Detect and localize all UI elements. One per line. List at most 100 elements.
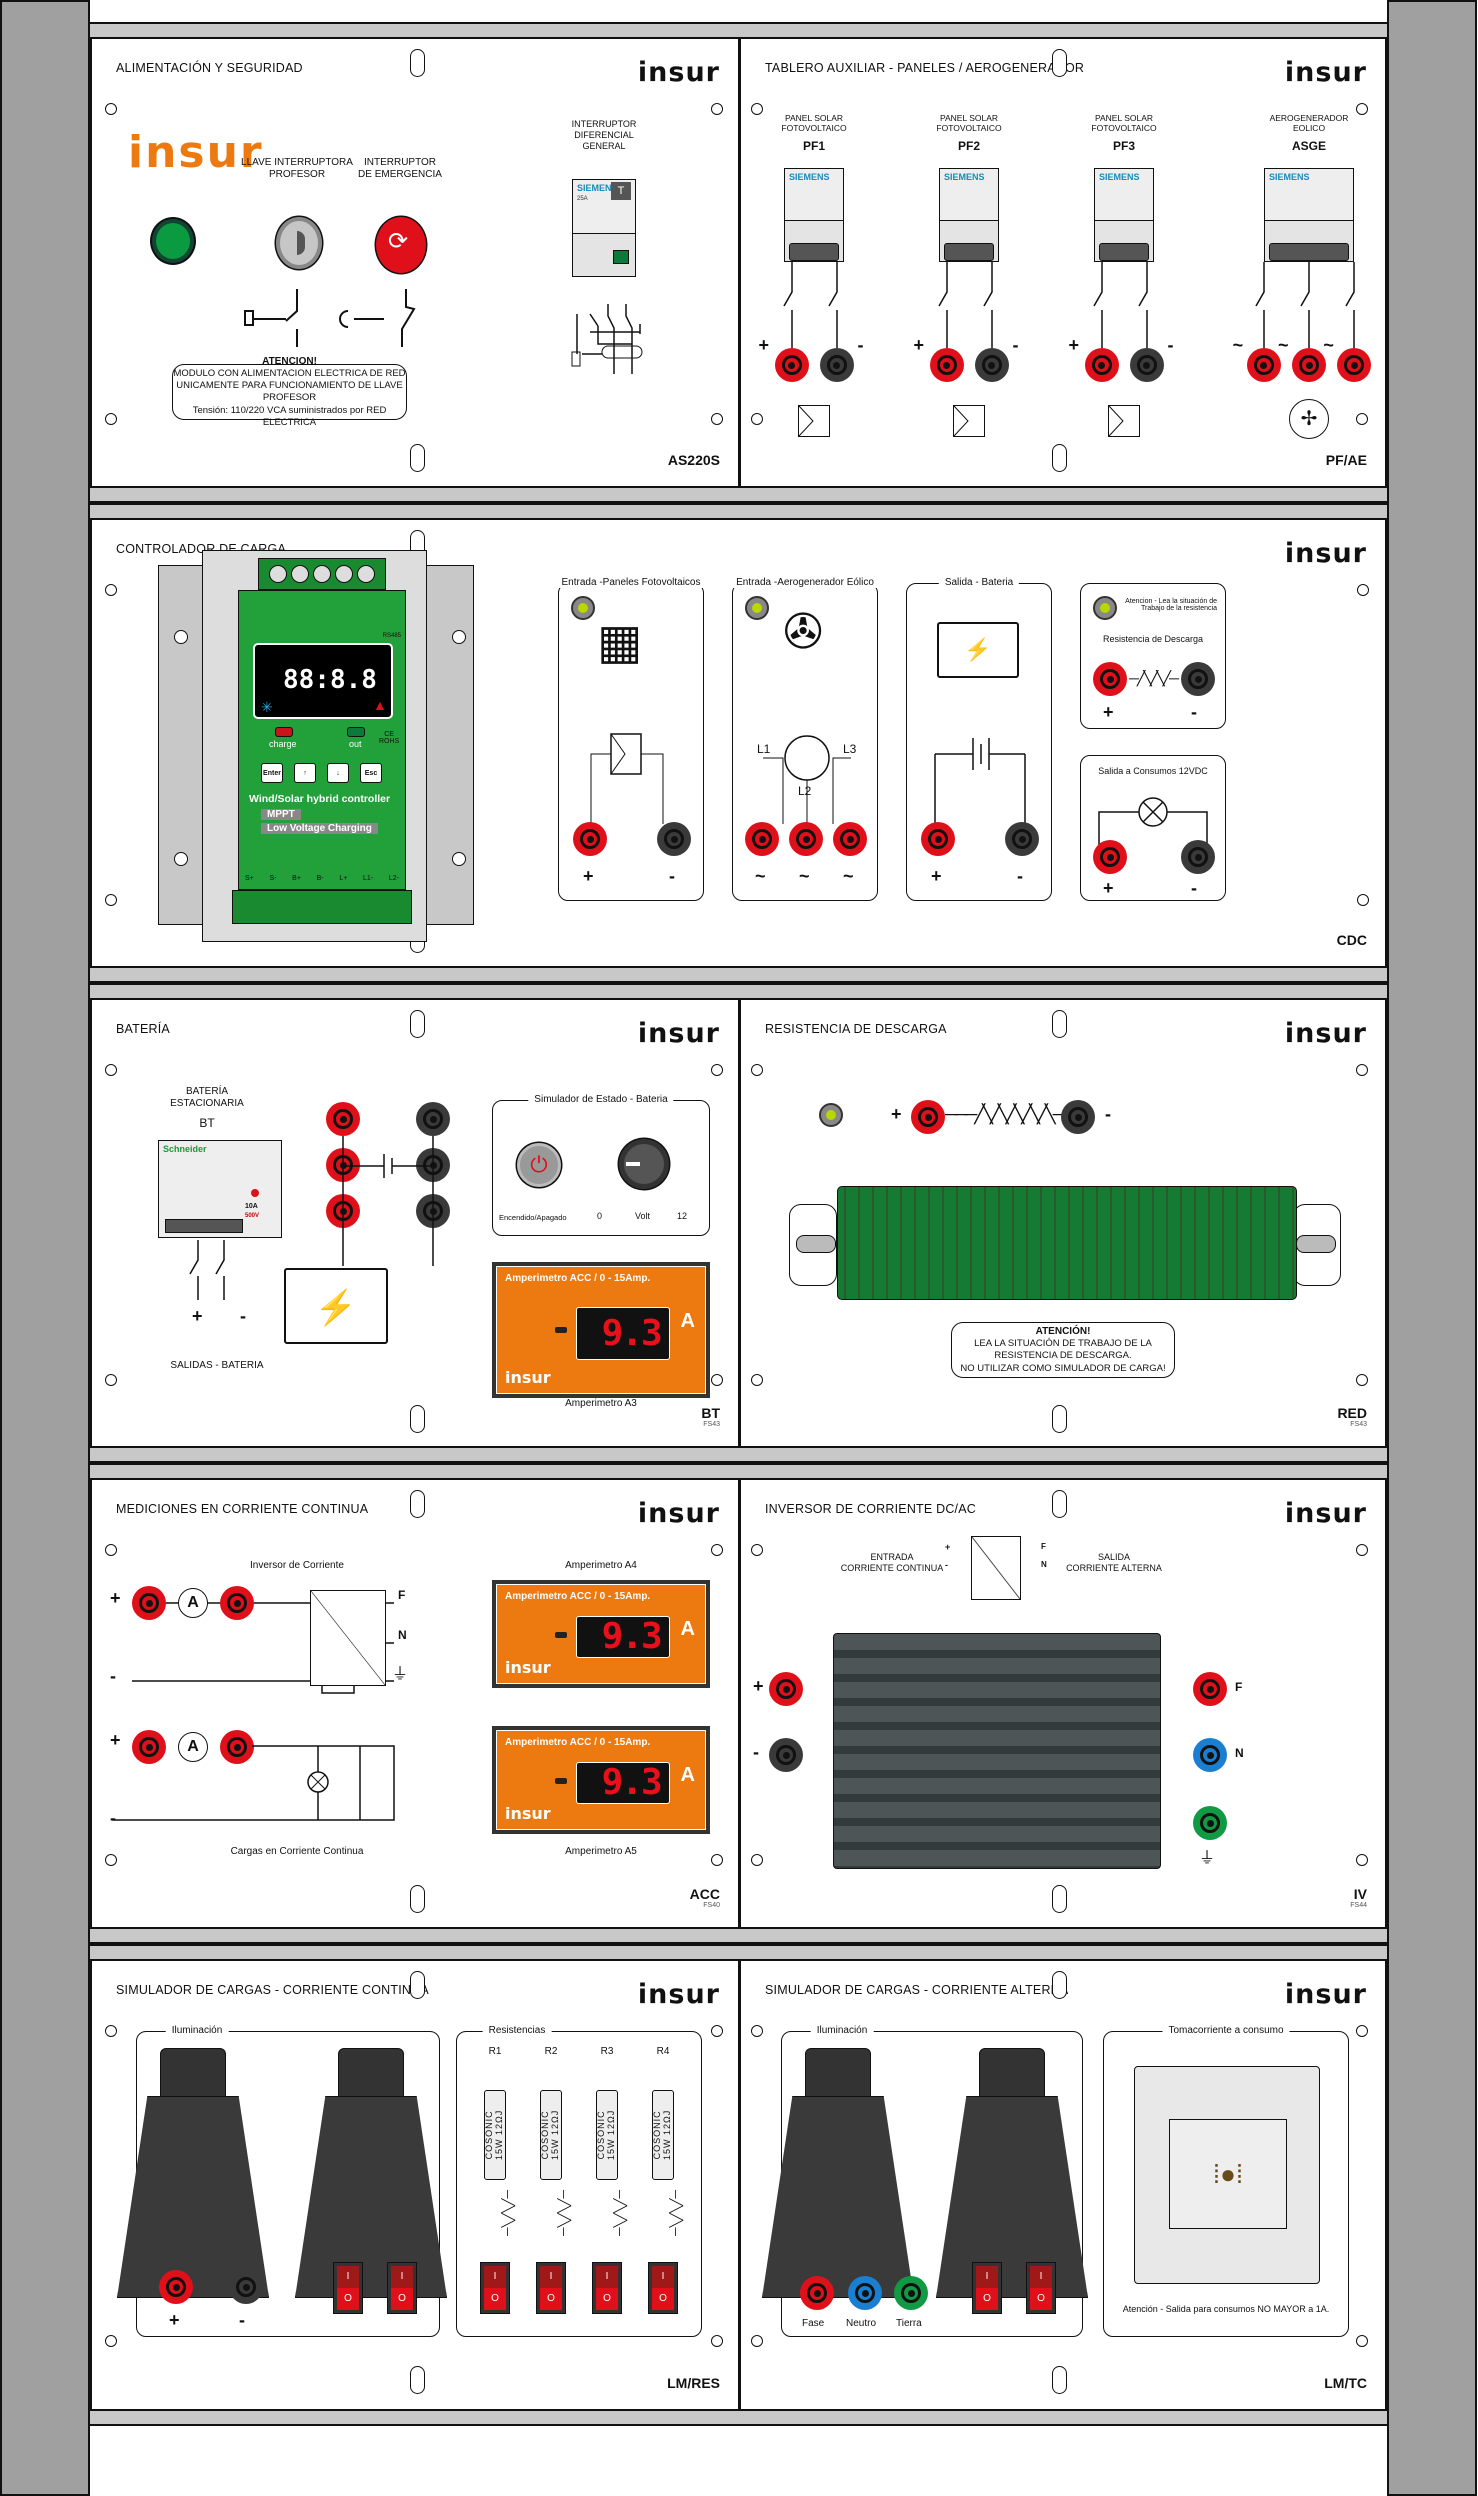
jack-positive[interactable] xyxy=(929,348,964,382)
controller-button[interactable]: Esc xyxy=(360,763,382,783)
resistor-symbol: ───╱╲╱╲╱╲╱╲╱╲─── xyxy=(945,1104,1085,1124)
jack-dc-negative[interactable] xyxy=(769,1738,803,1772)
input-label: ENTRADA CORRIENTE CONTINUA xyxy=(840,1552,944,1573)
resistor-symbol: ─╱╲╱╲─ xyxy=(500,2190,515,2236)
screw-hole xyxy=(105,413,117,425)
battery-breaker[interactable]: Schneider 10A 500V xyxy=(158,1140,282,1238)
outputs-label: SALIDAS - BATERIA xyxy=(170,1360,264,1371)
power-outlet[interactable]: ⁞●⁞ xyxy=(1134,2066,1320,2284)
jack-phase[interactable] xyxy=(1246,348,1281,382)
breaker-handle[interactable] xyxy=(789,243,839,261)
mcb-breaker[interactable]: SIEMENS xyxy=(939,168,999,262)
controller-button[interactable]: ↓ xyxy=(327,763,349,783)
jack-negative[interactable] xyxy=(1061,1100,1095,1134)
emergency-label: INTERRUPTOR DE EMERGENCIA xyxy=(358,157,442,180)
jack-positive[interactable] xyxy=(326,1102,360,1136)
jack-negative[interactable] xyxy=(657,822,691,856)
pole-label: + xyxy=(110,1730,121,1750)
jack-negative[interactable] xyxy=(1005,822,1039,856)
breaker-handle[interactable] xyxy=(944,243,994,261)
jack-positive[interactable] xyxy=(220,1586,254,1620)
jack-phase[interactable] xyxy=(1337,348,1372,382)
jack-dc-positive[interactable] xyxy=(769,1672,803,1706)
pole-label: + xyxy=(110,1588,121,1608)
pole-label: ~ xyxy=(1323,335,1334,355)
jack-positive[interactable] xyxy=(921,822,955,856)
jack-negative[interactable] xyxy=(416,1102,450,1136)
power-button[interactable]: ⏻ xyxy=(517,1143,561,1187)
jack-positive[interactable] xyxy=(1093,662,1127,696)
fault-indicator xyxy=(251,1189,259,1197)
lamp xyxy=(936,2048,1088,2298)
jack-positive[interactable] xyxy=(220,1730,254,1764)
jack-positive[interactable] xyxy=(132,1730,166,1764)
group-label: PANEL SOLAR FOTOVOLTAICO xyxy=(936,113,1002,134)
screw-hole xyxy=(1356,1374,1368,1386)
jack-positive[interactable] xyxy=(1084,348,1119,382)
jack-l1[interactable] xyxy=(745,822,779,856)
jack-l2[interactable] xyxy=(789,822,823,856)
jack-negative[interactable] xyxy=(1181,840,1215,874)
test-button[interactable]: T xyxy=(611,182,631,200)
jack-neutral[interactable] xyxy=(1193,1738,1227,1772)
jack-positive[interactable] xyxy=(573,822,607,856)
jack-positive[interactable] xyxy=(1093,840,1127,874)
controller-button[interactable]: Enter xyxy=(261,763,283,783)
jack-negative[interactable] xyxy=(1181,662,1215,696)
alarm-icon: ▲ xyxy=(373,697,387,713)
jack-negative[interactable] xyxy=(229,2270,263,2304)
jack-l3[interactable] xyxy=(833,822,867,856)
jack-phase[interactable] xyxy=(1292,348,1326,382)
jack-negative[interactable] xyxy=(974,348,1009,382)
voltage-knob[interactable] xyxy=(619,1139,669,1189)
controller-button[interactable]: ↑ xyxy=(294,763,316,783)
pole-label: - xyxy=(239,2310,245,2330)
screw-hole xyxy=(751,1374,763,1386)
jack-neutral[interactable] xyxy=(848,2276,882,2310)
box-legend: Entrada -Paneles Fotovoltaicos xyxy=(555,577,707,588)
jack-earth[interactable] xyxy=(894,2276,928,2310)
mount-slot xyxy=(410,444,425,472)
warning-heading: ATENCION! xyxy=(262,355,317,367)
jack-positive[interactable] xyxy=(159,2270,193,2304)
lamp xyxy=(295,2048,447,2298)
minus-sign xyxy=(555,1327,568,1334)
jack-positive[interactable] xyxy=(132,1586,166,1620)
warning-line: NO UTILIZAR COMO SIMULADOR DE CARGA! xyxy=(960,1362,1166,1374)
jack-negative[interactable] xyxy=(819,348,854,382)
pole-label: - xyxy=(1017,866,1023,886)
screw-hole xyxy=(711,1854,723,1866)
mcb-breaker[interactable]: SIEMENS xyxy=(1094,168,1154,262)
key-switch[interactable] xyxy=(276,217,322,269)
jack-phase[interactable] xyxy=(1193,1672,1227,1706)
jack-positive[interactable] xyxy=(774,348,809,382)
emergency-stop-button[interactable]: ⟳ xyxy=(376,217,426,273)
jack-earth[interactable] xyxy=(1193,1806,1227,1840)
residual-breaker[interactable]: SIEMENS 25A T xyxy=(572,179,636,277)
breaker-handle[interactable] xyxy=(1099,243,1149,261)
charge-label: charge xyxy=(269,739,297,749)
mcb-breaker[interactable]: SIEMENS xyxy=(784,168,844,262)
jack-negative[interactable] xyxy=(1129,348,1164,382)
panel-simulador-ca: SIMULADOR DE CARGAS - CORRIENTE ALTERNA … xyxy=(739,1961,1387,2409)
breaker-handle[interactable] xyxy=(165,1219,243,1233)
breaker-toggle[interactable] xyxy=(613,250,629,264)
breaker-handle[interactable] xyxy=(1269,243,1349,261)
box-pv-input: Entrada -Paneles Fotovoltaicos ▦ + - xyxy=(555,577,707,901)
pole-label: + xyxy=(583,866,594,886)
group-id: PF1 xyxy=(802,139,825,153)
mcb-breaker[interactable]: SIEMENS xyxy=(1264,168,1354,262)
mount-slot xyxy=(410,1010,425,1038)
pv-panel-symbol xyxy=(798,405,830,437)
jack-phase[interactable] xyxy=(800,2276,834,2310)
jack-positive[interactable] xyxy=(911,1100,945,1134)
